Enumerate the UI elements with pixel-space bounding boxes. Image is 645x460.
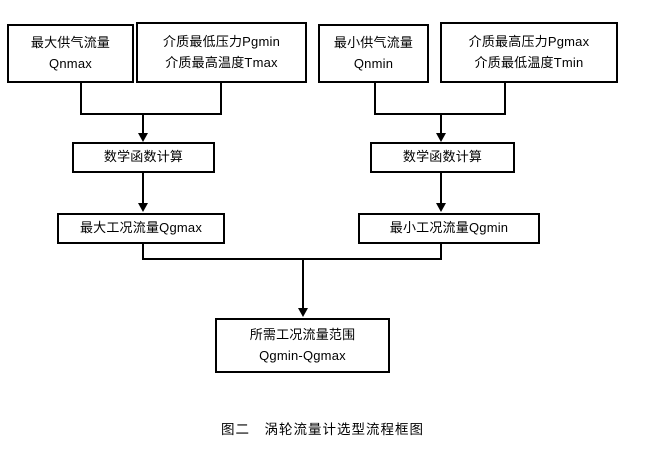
node-pgmax-tmin: 介质最高压力Pgmax 介质最低温度Tmin: [440, 22, 618, 83]
node-qgmin-label: 最小工况流量Qgmin: [389, 220, 509, 236]
node-qnmax-line1: 最大供气流量: [30, 35, 111, 51]
connector-qnmax-stem: [80, 83, 82, 115]
node-pgmin-line2: 介质最高温度Tmax: [165, 54, 278, 70]
node-range-line1: 所需工况流量范围: [249, 327, 356, 343]
node-pgmin-line1: 介质最低压力Pgmin: [162, 34, 281, 50]
node-qgmin: 最小工况流量Qgmin: [358, 213, 540, 244]
connector-mathleft-to-qgmax: [142, 173, 144, 205]
node-range-line2: Qgmin-Qgmax: [259, 347, 346, 363]
node-qgmax: 最大工况流量Qgmax: [57, 213, 225, 244]
node-math-right: 数学函数计算: [370, 142, 515, 173]
arrowhead-to-qgmax: [138, 203, 148, 212]
node-qgmax-label: 最大工况流量Qgmax: [79, 220, 203, 236]
arrowhead-to-range: [298, 308, 308, 317]
connector-pgmax-stem: [504, 83, 506, 115]
connector-bottom-drop: [302, 258, 304, 310]
connector-left-drop: [142, 113, 144, 135]
connector-qnmin-stem: [374, 83, 376, 115]
node-math-left: 数学函数计算: [72, 142, 215, 173]
node-qnmin-line2: Qnmin: [353, 55, 394, 71]
arrowhead-to-math-right: [436, 133, 446, 142]
node-math-right-label: 数学函数计算: [402, 149, 483, 165]
arrowhead-to-math-left: [138, 133, 148, 142]
node-qnmax: 最大供气流量 Qnmax: [7, 24, 134, 83]
figure-caption: 图二 涡轮流量计选型流程框图: [221, 422, 424, 437]
connector-pgmin-stem: [220, 83, 222, 115]
connector-left-merge-bar: [80, 113, 222, 115]
node-required-range: 所需工况流量范围 Qgmin-Qgmax: [215, 318, 390, 373]
node-qnmin-line1: 最小供气流量: [333, 35, 414, 51]
node-pgmax-line2: 介质最低温度Tmin: [474, 54, 584, 70]
connector-right-drop: [440, 113, 442, 135]
node-qnmax-line2: Qnmax: [49, 55, 92, 71]
connector-bottom-merge-bar: [142, 258, 442, 260]
connector-qgmin-stem: [440, 244, 442, 260]
connector-qgmax-stem: [142, 244, 144, 260]
connector-mathright-to-qgmin: [440, 173, 442, 205]
node-pgmax-line1: 介质最高压力Pgmax: [468, 34, 590, 50]
arrowhead-to-qgmin: [436, 203, 446, 212]
node-math-left-label: 数学函数计算: [103, 149, 184, 165]
node-qnmin: 最小供气流量 Qnmin: [318, 24, 429, 83]
node-pgmin-tmax: 介质最低压力Pgmin 介质最高温度Tmax: [136, 22, 307, 83]
